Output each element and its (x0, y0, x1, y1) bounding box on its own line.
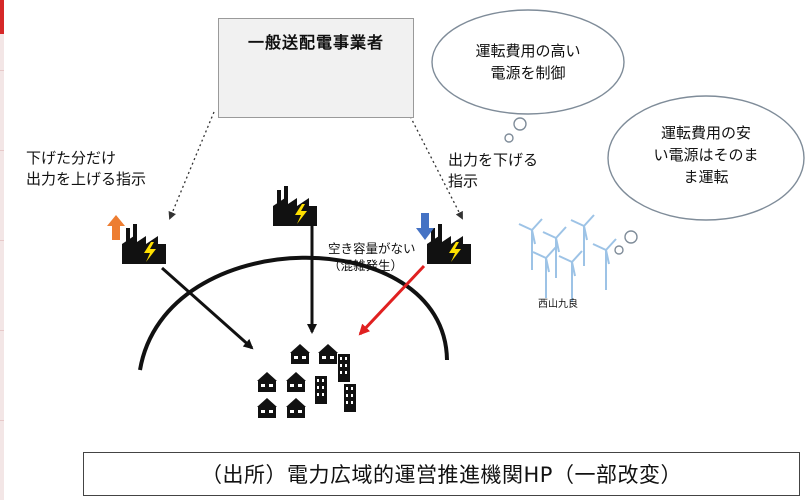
factory-icon-left (122, 224, 166, 264)
thought-cloud-cheap (607, 95, 805, 255)
factory-icon-right (427, 224, 471, 264)
wind-farm-caption: 西山九良 (538, 299, 578, 310)
house-icon (286, 372, 306, 392)
grid-boundary-arc (138, 255, 449, 371)
cloud-text-expensive: 運転費用の高い 電源を制御 (475, 42, 581, 82)
source-caption: （出所）電力広域的運営推進機関HP（一部改変） (201, 463, 682, 487)
wind-turbine-icon (532, 246, 557, 299)
lower-instruction-label: 出力を下げる 指示 (448, 151, 539, 190)
house-icon (257, 398, 277, 418)
wind-turbine-icon (518, 218, 543, 271)
house-icon (290, 344, 310, 364)
operator-title: 一般送配電事業者 (247, 33, 384, 52)
rail-divider (0, 150, 4, 151)
operator-box: 一般送配電事業者 (218, 18, 414, 118)
cloud-text-cheap: 運転費用の安 い電源はそのま ま運転 (653, 124, 759, 186)
raise-instruction-line (168, 111, 215, 220)
rail-divider (0, 420, 4, 421)
wind-turbine-icon (558, 250, 583, 303)
down-arrow-icon (416, 213, 434, 240)
house-icon (318, 344, 338, 364)
left-rail (0, 0, 4, 500)
source-caption-box: （出所）電力広域的運営推進機関HP（一部改変） (83, 452, 800, 496)
wind-turbine-icon (592, 238, 617, 291)
building-icon (338, 354, 350, 382)
left-rail-accent (0, 0, 4, 34)
raise-instruction-label: 下げた分だけ 出力を上げる指示 (26, 149, 147, 188)
building-icon (344, 384, 356, 412)
rail-divider (0, 240, 4, 241)
rail-divider (0, 70, 4, 71)
thought-cloud-expensive (431, 9, 625, 143)
rail-divider (0, 330, 4, 331)
supply-arrow-left (161, 266, 254, 350)
congestion-label: 空き容量がない （混雑発生） (328, 241, 416, 273)
factory-icon-center (273, 186, 317, 226)
house-icon (257, 372, 277, 392)
congestion-arrow (358, 264, 426, 336)
house-icon (286, 398, 306, 418)
up-arrow-icon (107, 215, 125, 240)
building-icon (315, 376, 327, 404)
